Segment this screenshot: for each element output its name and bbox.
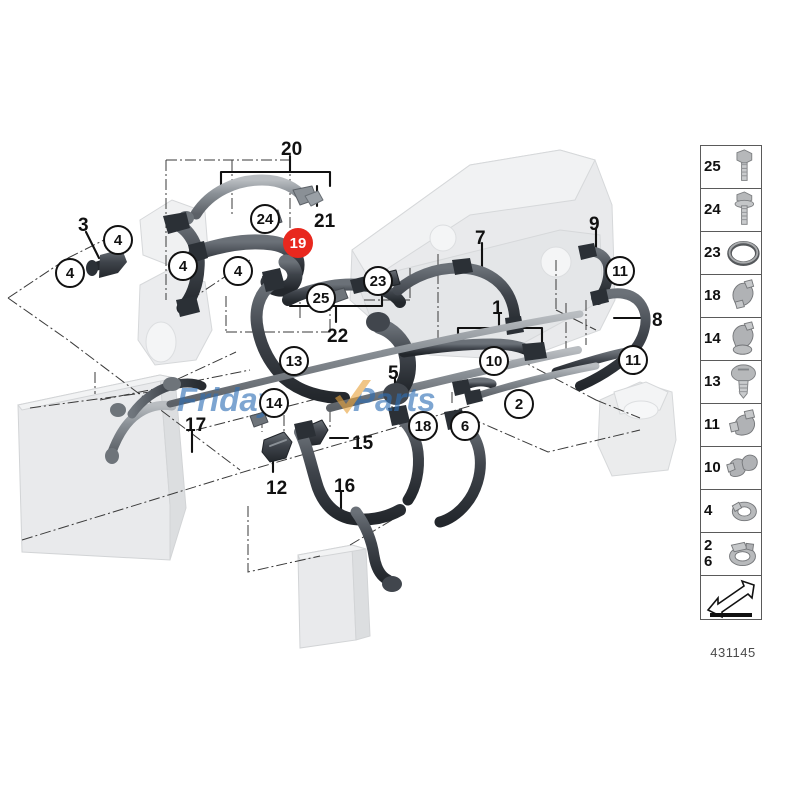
bracket-part-12 <box>261 431 293 463</box>
auxiliary-cooler-ghost <box>297 544 371 649</box>
hose-part-8 <box>575 288 651 391</box>
legend-number: 24 <box>704 201 721 219</box>
legend-number-secondary: 6 <box>704 553 713 570</box>
o-ring-icon <box>724 232 761 274</box>
part-label-16[interactable]: 16 <box>334 476 356 497</box>
diagram-part-number: 431145 <box>710 645 756 660</box>
part-label-1[interactable]: 1 <box>492 298 503 319</box>
part-label-8[interactable]: 8 <box>652 310 663 331</box>
part-label-5[interactable]: 5 <box>388 363 399 384</box>
part-label-15[interactable]: 15 <box>352 433 374 454</box>
pipe-part-17 <box>105 310 584 464</box>
legend-row-24[interactable]: 24 <box>701 189 761 232</box>
callout-bubble-4[interactable]: 4 <box>223 256 253 286</box>
callout-bubble-13[interactable]: 13 <box>279 346 309 376</box>
part-label-20[interactable]: 20 <box>281 139 303 160</box>
hose-part-13 <box>250 272 350 404</box>
legend-row-18[interactable]: 18 <box>701 275 761 318</box>
clamp-part-14 <box>249 411 269 428</box>
callout-bubble-25[interactable]: 25 <box>306 283 336 313</box>
arrow-direction-icon <box>701 576 761 619</box>
hose-clamp-icon <box>724 490 761 532</box>
hose-part-18 <box>388 405 424 506</box>
legend-number: 4 <box>704 502 713 520</box>
callout-bubble-2[interactable]: 2 <box>504 389 534 419</box>
callout-bubble-24[interactable]: 24 <box>250 204 280 234</box>
legend-row-25[interactable]: 25 <box>701 146 761 189</box>
hose-part-3 <box>86 249 127 278</box>
callout-bubble-14[interactable]: 14 <box>259 388 289 418</box>
callout-bubble-4[interactable]: 4 <box>168 251 198 281</box>
part-label-9[interactable]: 9 <box>589 214 600 235</box>
hose-part-7 <box>392 258 524 335</box>
legend-row-2-6[interactable]: 2 6 <box>701 533 761 576</box>
legend-number: 18 <box>704 287 721 305</box>
part-label-12[interactable]: 12 <box>266 478 288 499</box>
pipe-part-2 <box>464 362 600 405</box>
legend-row-10[interactable]: 10 <box>701 447 761 490</box>
hex-bolt-icon <box>724 146 761 188</box>
legend-number: 2 <box>704 537 713 555</box>
callout-bubble-10[interactable]: 10 <box>479 346 509 376</box>
part-label-17[interactable]: 17 <box>185 415 207 436</box>
legend-row-arrow <box>701 576 761 619</box>
callout-bubble-4[interactable]: 4 <box>103 225 133 255</box>
legend-number: 11 <box>704 416 720 434</box>
legend-number: 23 <box>704 244 721 262</box>
part-label-7[interactable]: 7 <box>475 228 486 249</box>
hose-upper-left <box>163 212 205 317</box>
legend-row-11[interactable]: 11 <box>701 404 761 447</box>
callout-bubble-19[interactable]: 19 <box>283 228 313 258</box>
legend-number: 13 <box>704 373 721 391</box>
hose-clip-icon <box>724 318 761 360</box>
worm-clamp-icon <box>724 533 761 575</box>
flange-bolt-icon <box>724 189 761 231</box>
legend-number: 14 <box>704 330 721 348</box>
spring-clamp-icon <box>724 404 761 446</box>
part-label-3[interactable]: 3 <box>78 215 89 236</box>
legend-row-4[interactable]: 4 <box>701 490 761 533</box>
legend-row-14[interactable]: 14 <box>701 318 761 361</box>
legend-number: 25 <box>704 158 721 176</box>
clip-part-21 <box>304 190 324 207</box>
legend-row-23[interactable]: 23 <box>701 232 761 275</box>
double-clip-icon <box>724 447 761 489</box>
pipe-part-20 <box>178 174 318 225</box>
callout-bubble-23[interactable]: 23 <box>363 266 393 296</box>
hose-part-1 <box>366 312 547 405</box>
part-label-21[interactable]: 21 <box>314 211 336 232</box>
hose-clip-icon <box>724 275 761 317</box>
parts-legend: 25 24 23 <box>700 145 762 620</box>
part-label-22[interactable]: 22 <box>327 326 349 347</box>
callout-bubble-11[interactable]: 11 <box>618 345 648 375</box>
legend-number: 10 <box>704 459 721 477</box>
callout-bubble-18[interactable]: 18 <box>408 411 438 441</box>
callout-bubble-11[interactable]: 11 <box>605 256 635 286</box>
callout-bubble-6[interactable]: 6 <box>450 411 480 441</box>
round-head-screw-icon <box>724 361 761 403</box>
legend-row-13[interactable]: 13 <box>701 361 761 404</box>
hose-part-16 <box>294 420 406 592</box>
callout-bubble-4[interactable]: 4 <box>55 258 85 288</box>
